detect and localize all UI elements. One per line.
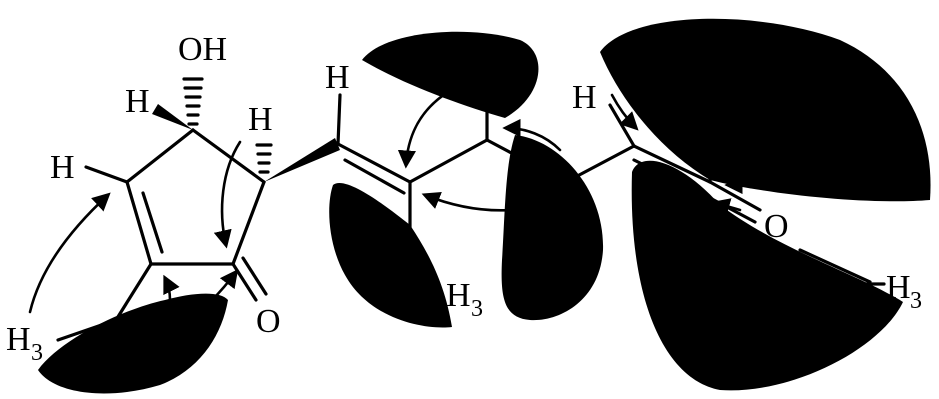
orbital-lobe-center [501,135,604,321]
orbital-lobe-bottom-left [38,293,228,394]
label-o-right: O [764,208,789,245]
svg-text:3: 3 [471,296,483,322]
svg-text:H: H [886,269,911,306]
orbital-lobe-middle-lower [329,183,452,328]
svg-text:3: 3 [31,340,43,366]
curved-arrows [28,90,762,314]
hatched-wedge-oh [182,77,204,126]
label-oh: OH [178,31,227,68]
orbital-lobe-top-middle [362,31,539,118]
label-h-right: H [572,79,597,116]
hatched-wedge-h [255,143,273,174]
orbital-lobes [38,18,931,394]
orbital-lobe-top-right [600,18,931,202]
label-o-ketone: O [256,303,281,340]
curved-arrow-1 [28,192,111,314]
curved-arrow-3 [210,269,239,302]
orbital-lobe-right-lower [631,160,903,391]
label-h3-mid: H 3 [446,277,483,322]
curved-arrow-8 [610,93,639,131]
label-h-ring-right: H [248,101,273,138]
label-h-ring-left: H [50,149,75,186]
curved-arrow-2 [213,140,242,249]
svg-text:H: H [446,277,471,314]
label-h-vinyl: H [325,59,350,96]
curved-arrow-4 [163,274,180,302]
curved-arrow-9 [724,175,762,195]
label-h-oh-carbon: H [125,83,150,120]
curved-arrow-6 [421,191,514,212]
atom-labels: OH H H H H H O O H 3 H 3 H 3 [6,31,922,366]
label-h3-left: H 3 [6,321,43,366]
curved-arrow-5 [397,90,450,169]
curved-arrow-10 [711,198,742,216]
svg-text:3: 3 [910,288,922,314]
label-h3-right: H 3 [886,269,922,314]
bond-skeleton [56,77,872,342]
svg-text:H: H [6,321,31,358]
curved-arrow-7 [502,118,562,152]
